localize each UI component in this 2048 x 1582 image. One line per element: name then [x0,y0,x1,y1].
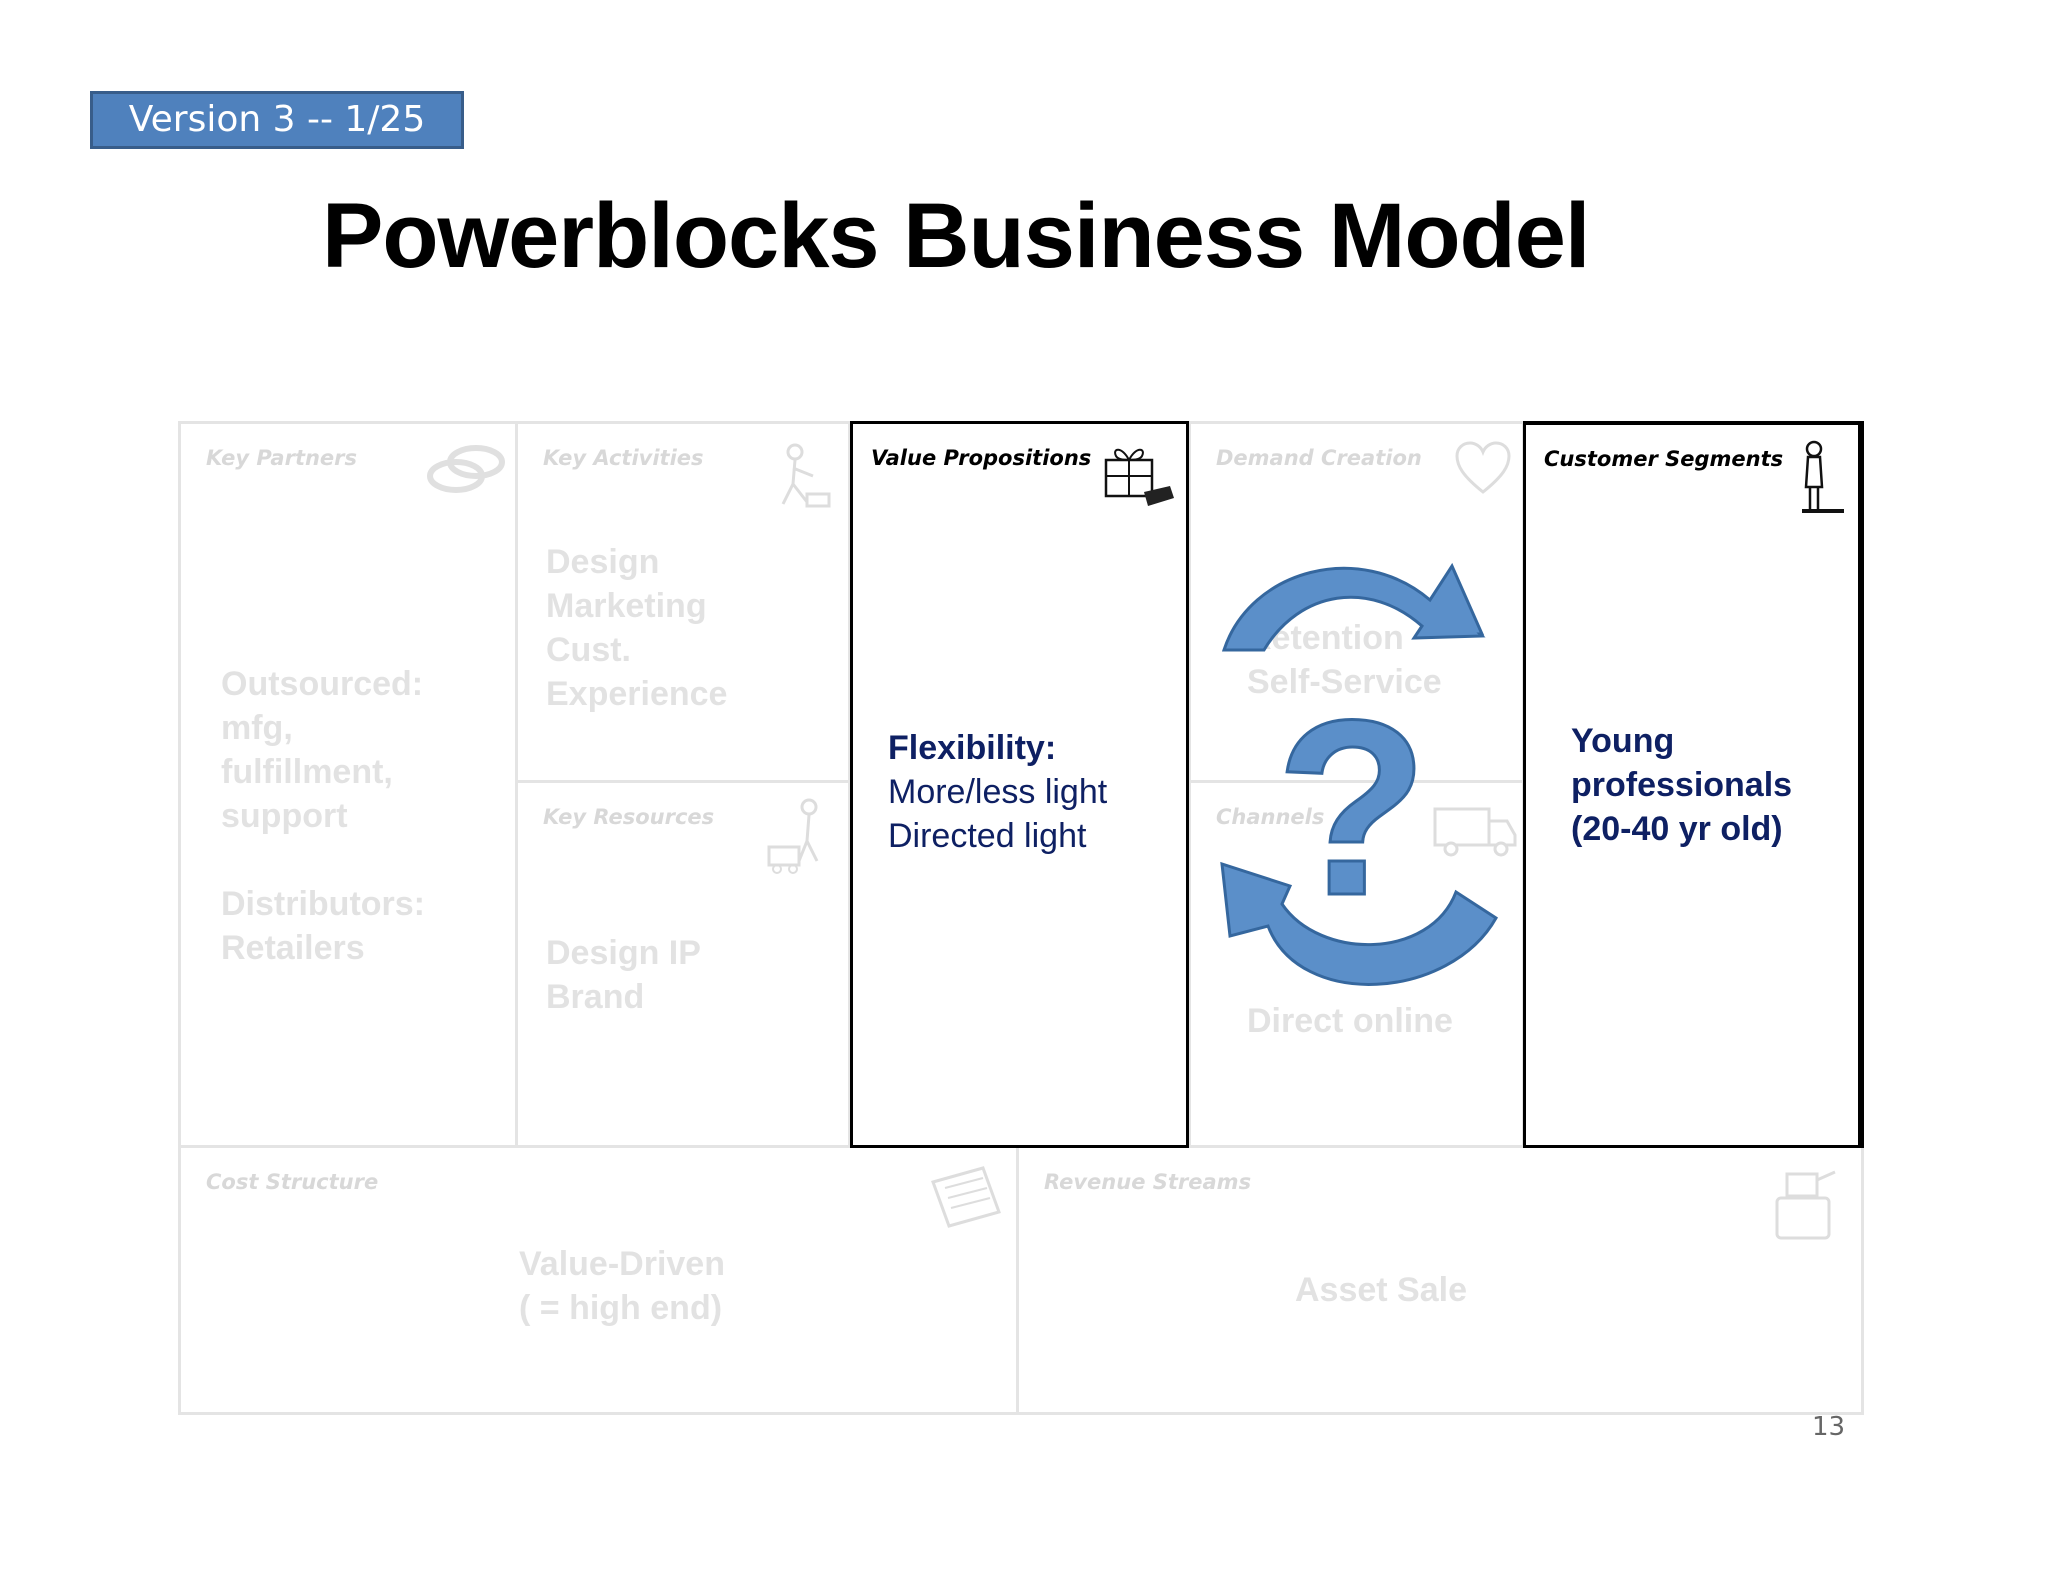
page-title: Powerblocks Business Model [322,185,1590,287]
value-propositions-heading: Flexibility: [888,729,1057,767]
cost-structure-block: Cost Structure Value-Driven ( = high end… [178,1145,1019,1415]
demand-creation-label: Demand Creation [1216,446,1422,470]
customer-segments-block: Customer Segments Young professionals (2… [1523,421,1864,1148]
version-badge: Version 3 -- 1/25 [90,91,464,149]
value-propositions-text: More/less light Directed light [888,773,1108,855]
chain-links-icon [427,445,505,493]
key-resources-label: Key Resources [543,805,715,829]
key-activities-block: Key Activities Design Marketing Cust. Ex… [515,421,851,783]
value-propositions-label: Value Propositions [871,446,1092,470]
truck-icon [1433,807,1517,857]
cash-register-icon [1775,1170,1836,1240]
key-activities-text: Design Marketing Cust. Experience [546,543,728,713]
key-activities-label: Key Activities [543,446,704,470]
channels-text: Direct online [1247,1002,1453,1040]
forklift-icon [767,798,819,874]
channels-block: Channels Direct online [1188,780,1525,1148]
revenue-streams-label: Revenue Streams [1044,1170,1252,1194]
worker-icon [781,443,831,508]
question-mark-icon: ? [1276,668,1429,947]
value-propositions-block: Value Propositions Flexibility: More/les… [850,421,1189,1148]
overlay-arrows: ? [1220,562,1498,986]
cost-structure-label: Cost Structure [206,1170,379,1194]
key-resources-block: Key Resources Design IP Brand [515,780,851,1148]
key-partners-outsourced: Outsourced: mfg, fulfillment, support [221,665,424,835]
top-arrow-icon [1221,562,1486,652]
key-resources-text: Design IP Brand [546,934,701,1016]
customer-segments-label: Customer Segments [1544,447,1784,471]
receipt-icon [931,1166,1001,1228]
bottom-arrow-icon [1220,861,1498,986]
key-partners-block: Key Partners Outsourced: mfg, fulfillmen… [178,421,518,1148]
customer-segments-text: Young professionals (20-40 yr old) [1571,722,1793,848]
channels-label: Channels [1216,805,1325,829]
gift-icon [1104,448,1174,506]
page-number: 13 [1812,1412,1846,1442]
heart-icon [1455,441,1511,494]
revenue-streams-text: Asset Sale [1295,1271,1467,1309]
revenue-streams-block: Revenue Streams Asset Sale [1016,1145,1864,1415]
key-partners-label: Key Partners [206,446,358,470]
cost-structure-text: Value-Driven ( = high end) [519,1245,725,1327]
key-partners-distributors: Distributors: Retailers [221,885,425,967]
person-icon [1802,440,1844,513]
